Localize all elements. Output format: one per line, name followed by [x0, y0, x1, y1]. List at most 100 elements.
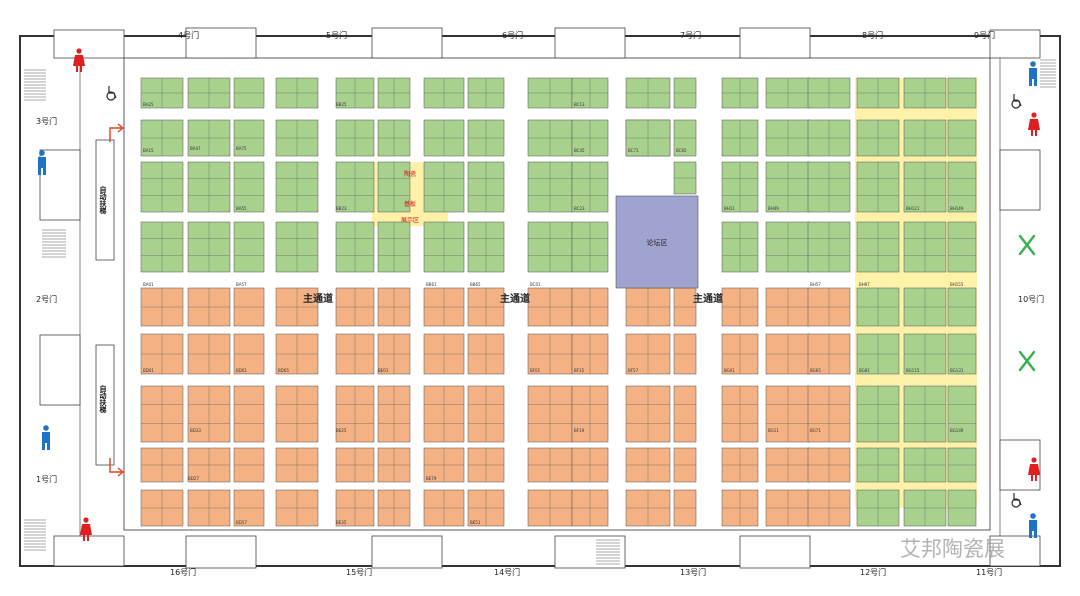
booth-block[interactable]	[903, 287, 947, 327]
booth-block[interactable]	[571, 77, 609, 109]
booth-block[interactable]	[233, 447, 265, 483]
gate-5[interactable]: 5号门	[326, 30, 347, 40]
booth-block[interactable]	[721, 119, 759, 157]
booth-block[interactable]	[140, 161, 184, 213]
booth-block[interactable]	[335, 447, 375, 483]
booth-block[interactable]	[947, 221, 977, 273]
booth-block[interactable]	[571, 161, 609, 213]
booth-block[interactable]	[571, 489, 609, 527]
booth-block[interactable]	[335, 333, 375, 375]
booth-block[interactable]	[527, 447, 573, 483]
booth-block[interactable]	[903, 77, 947, 109]
booth-block[interactable]	[187, 385, 231, 443]
booth-block[interactable]	[673, 161, 697, 195]
booth-block[interactable]	[467, 221, 505, 273]
booth-block[interactable]	[187, 161, 231, 213]
booth-block[interactable]	[140, 489, 184, 527]
booth-block[interactable]	[903, 119, 947, 157]
booth-block[interactable]	[233, 161, 265, 213]
booth-block[interactable]	[807, 221, 851, 273]
booth-block[interactable]	[765, 161, 811, 213]
gate-3[interactable]: 3号门	[36, 116, 57, 126]
gate-7[interactable]: 7号门	[680, 30, 701, 40]
booth-block[interactable]	[721, 447, 759, 483]
booth-block-shape[interactable]	[947, 161, 977, 213]
booth-block[interactable]	[673, 447, 697, 483]
booth-block[interactable]	[233, 385, 265, 443]
booth-block[interactable]	[765, 447, 811, 483]
booth-block[interactable]	[947, 489, 977, 527]
booth-block[interactable]	[275, 119, 319, 157]
booth-block[interactable]	[140, 119, 184, 157]
booth-block[interactable]	[275, 447, 319, 483]
booth-block[interactable]	[377, 119, 411, 157]
booth-block[interactable]	[625, 77, 671, 109]
booth-block[interactable]	[187, 333, 231, 375]
booth-block[interactable]	[233, 333, 265, 375]
booth-block-shape[interactable]	[233, 221, 265, 273]
booth-block[interactable]	[527, 385, 573, 443]
booth-block[interactable]	[765, 385, 811, 443]
gate-12[interactable]: 12号门	[860, 567, 886, 577]
booth-block[interactable]	[947, 287, 977, 327]
booth-block[interactable]	[625, 385, 671, 443]
booth-block[interactable]	[807, 161, 851, 213]
booth-block[interactable]	[233, 119, 265, 157]
booth-block[interactable]	[140, 385, 184, 443]
booth-block[interactable]	[856, 77, 900, 109]
booth-block[interactable]	[625, 333, 671, 375]
booth-block[interactable]	[140, 77, 184, 109]
booth-block[interactable]	[673, 119, 697, 157]
gate-15[interactable]: 15号门	[346, 567, 372, 577]
booth-block[interactable]	[721, 161, 759, 213]
booth-block[interactable]	[140, 447, 184, 483]
booth-block[interactable]	[625, 287, 671, 327]
booth-block[interactable]	[765, 287, 811, 327]
booth-block[interactable]	[423, 333, 465, 375]
booth-block[interactable]	[721, 333, 759, 375]
booth-block[interactable]	[903, 161, 947, 213]
booth-block[interactable]	[571, 385, 609, 443]
booth-block[interactable]	[467, 385, 505, 443]
booth-block[interactable]	[335, 287, 375, 327]
booth-block[interactable]	[527, 221, 573, 273]
booth-block[interactable]	[187, 77, 231, 109]
gate-13[interactable]: 13号门	[680, 567, 706, 577]
booth-block[interactable]	[903, 333, 947, 375]
booth-block[interactable]	[275, 287, 319, 327]
booth-block[interactable]	[335, 161, 375, 213]
booth-block[interactable]	[423, 489, 465, 527]
booth-block[interactable]	[571, 447, 609, 483]
booth-block[interactable]	[140, 221, 184, 273]
booth-block[interactable]	[233, 287, 265, 327]
booth-block[interactable]	[187, 221, 231, 273]
booth-block-shape[interactable]	[947, 221, 977, 273]
booth-block[interactable]	[807, 489, 851, 527]
booth-block[interactable]	[947, 447, 977, 483]
gate-9[interactable]: 9号门	[974, 30, 995, 40]
booth-block[interactable]	[467, 489, 505, 527]
booth-block[interactable]	[275, 489, 319, 527]
booth-block[interactable]	[765, 333, 811, 375]
gate-8[interactable]: 8号门	[862, 30, 883, 40]
booth-block[interactable]	[377, 287, 411, 327]
booth-block[interactable]	[856, 447, 900, 483]
gate-11[interactable]: 11号门	[976, 567, 1002, 577]
booth-block[interactable]	[765, 221, 811, 273]
booth-block[interactable]	[275, 385, 319, 443]
booth-block[interactable]	[856, 489, 900, 527]
booth-block[interactable]	[335, 119, 375, 157]
booth-block[interactable]	[673, 489, 697, 527]
booth-block[interactable]	[467, 119, 505, 157]
booth-block[interactable]	[856, 385, 900, 443]
booth-block[interactable]	[467, 287, 505, 327]
booth-block[interactable]	[807, 447, 851, 483]
booth-block[interactable]	[140, 287, 184, 327]
booth-block[interactable]	[947, 77, 977, 109]
booth-block[interactable]	[571, 119, 609, 157]
booth-block[interactable]	[377, 489, 411, 527]
booth-block[interactable]	[947, 385, 977, 443]
booth-block-shape[interactable]	[947, 385, 977, 443]
booth-block[interactable]	[377, 161, 411, 213]
gate-6[interactable]: 6号门	[502, 30, 523, 40]
